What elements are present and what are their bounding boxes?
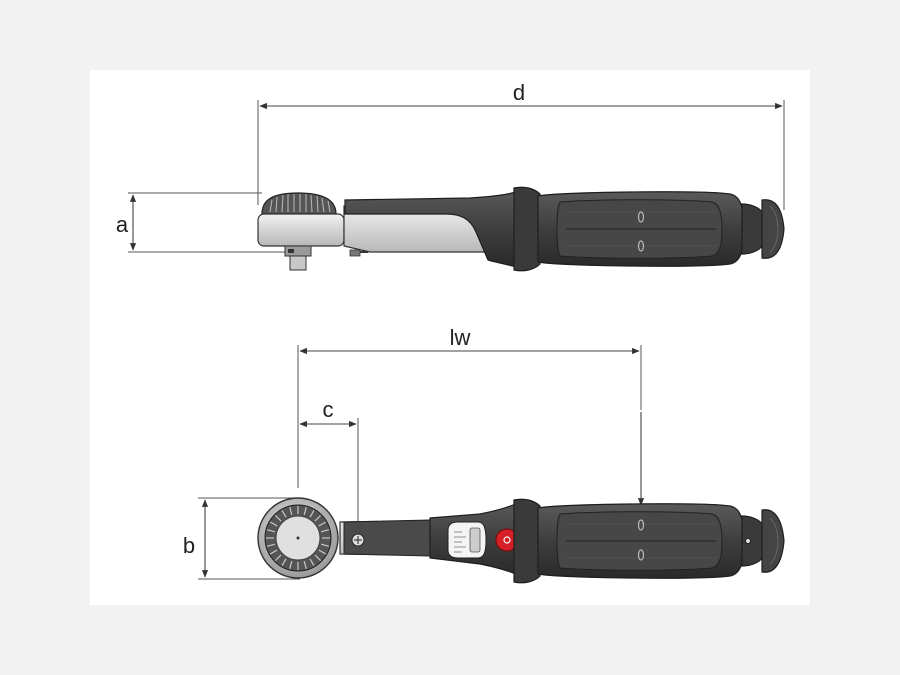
end-cap-top [761, 509, 785, 573]
square-drive [289, 255, 307, 271]
dimension-label-a: a [116, 212, 129, 237]
grip-mark-icon [637, 211, 645, 223]
handle-flare-top [513, 498, 541, 584]
dimension-label-lw: lw [450, 325, 471, 350]
grip-mark-icon [637, 519, 645, 531]
grip-mark-icon [637, 240, 645, 252]
ratchet-body [257, 213, 345, 247]
dimension-label-b: b [183, 533, 195, 558]
end-screw-icon [745, 538, 751, 544]
dimension-label-c: c [323, 397, 334, 422]
handle-neck [344, 189, 521, 269]
wrench-side-view: d a [116, 80, 785, 272]
end-cap [761, 199, 785, 259]
wrench-top-view: lw c b [183, 325, 785, 584]
ratchet-knurl [261, 192, 337, 215]
grip-mark-icon [637, 549, 645, 561]
handle-flare [513, 186, 541, 272]
dimension-label-d: d [513, 80, 525, 105]
